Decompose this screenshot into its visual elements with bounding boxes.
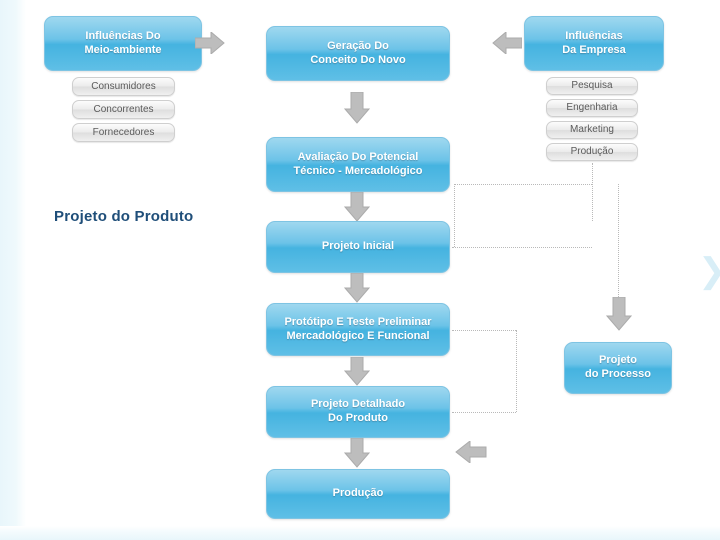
dotted-connector-projeto-inicial <box>452 247 592 248</box>
list-item-label: Concorrentes <box>93 103 154 115</box>
page-title: Projeto do Produto <box>54 208 194 225</box>
list-item-label: Marketing <box>570 124 614 135</box>
arrow-down-icon <box>344 192 370 222</box>
dotted-connector-prototipo <box>452 330 516 331</box>
process-box-producao[interactable]: Produção <box>266 469 450 519</box>
chevron-right-icon: ❯ <box>698 248 720 294</box>
arrow-down-icon <box>344 273 370 303</box>
arrow-left-icon <box>455 441 487 463</box>
list-item-engenharia[interactable]: Engenharia <box>546 99 638 117</box>
list-item-marketing[interactable]: Marketing <box>546 121 638 139</box>
background-band-left <box>0 0 26 540</box>
arrow-right-icon <box>195 32 225 54</box>
process-box-projeto-inicial[interactable]: Projeto Inicial <box>266 221 450 273</box>
dotted-connector-mid-vertical <box>454 184 455 247</box>
list-item-producao[interactable]: Produção <box>546 143 638 161</box>
dotted-connector-projeto-detalhado <box>452 412 516 413</box>
list-item-label: Engenharia <box>566 102 618 113</box>
list-item-label: Fornecedores <box>92 126 155 138</box>
arrow-down-icon <box>344 92 370 124</box>
dotted-connector-right-vertical-lower <box>618 184 619 299</box>
arrow-left-icon <box>492 32 522 54</box>
list-item-label: Pesquisa <box>571 80 613 91</box>
arrow-down-icon <box>606 297 632 331</box>
list-item-label: Produção <box>570 146 614 157</box>
dotted-connector-right-vertical <box>592 163 593 221</box>
arrow-down-icon <box>344 357 370 386</box>
list-item-fornecedores[interactable]: Fornecedores <box>72 123 175 142</box>
dotted-connector-prototipo-vertical <box>516 330 517 412</box>
process-box-label: Produção <box>332 487 384 500</box>
list-item-pesquisa[interactable]: Pesquisa <box>546 77 638 95</box>
list-item-concorrentes[interactable]: Concorrentes <box>72 100 175 119</box>
arrow-down-icon <box>344 438 370 468</box>
dotted-connector-right-horizontal-top <box>454 184 592 185</box>
process-box-label: Projeto Inicial <box>321 240 395 253</box>
list-item-label: Consumidores <box>91 80 156 92</box>
background-band-bottom <box>0 526 720 540</box>
list-item-consumidores[interactable]: Consumidores <box>72 77 175 96</box>
